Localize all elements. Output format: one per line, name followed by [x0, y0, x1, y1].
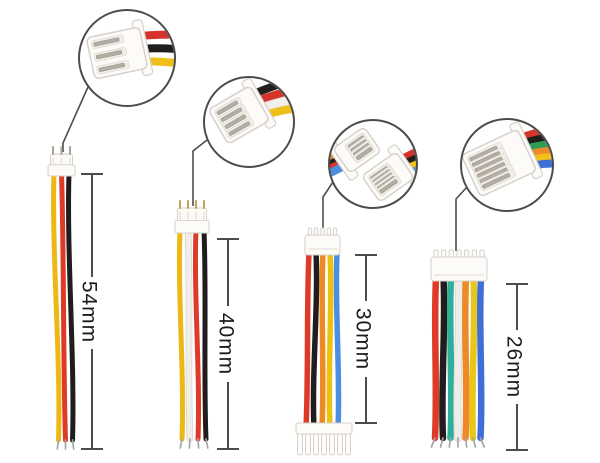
connector-pin	[179, 200, 181, 209]
wire-tip	[472, 437, 477, 448]
wire-black	[66, 170, 76, 443]
wire-tip	[448, 437, 452, 448]
cable-assembly-40mm	[174, 200, 210, 449]
magnifier-circle	[203, 76, 295, 168]
dimension-line-54mm	[81, 173, 103, 450]
dimension-line-30mm	[355, 254, 377, 424]
wire-red	[192, 227, 202, 442]
connector-pin	[96, 50, 123, 60]
cables-layer	[47, 146, 488, 456]
wire-yellow	[51, 170, 62, 443]
wire-black	[201, 227, 209, 442]
connector-pin	[216, 100, 239, 116]
wire-tip	[479, 437, 485, 448]
wire-tip	[439, 437, 444, 448]
dimension-line-40mm	[217, 238, 239, 450]
wire-tip	[179, 438, 183, 449]
leader-line	[455, 186, 468, 251]
connector-pin	[355, 146, 373, 161]
magnified-connector	[462, 121, 552, 197]
dimension-label-54mm: 54mm	[78, 281, 101, 343]
connector-pin	[93, 37, 120, 47]
wire-white	[185, 227, 193, 442]
wire-tip	[464, 437, 468, 448]
connector-pin	[69, 146, 71, 155]
wire-blue	[333, 249, 342, 431]
wire-red	[59, 170, 68, 443]
dimension-label-26mm: 26mm	[503, 336, 526, 398]
magnifier-circle	[78, 9, 176, 107]
cable-assembly-54mm	[47, 146, 76, 450]
jst-connector	[174, 200, 210, 234]
connector-pin	[228, 121, 251, 136]
dimension-label-40mm: 40mm	[215, 313, 238, 375]
connector-pin	[203, 200, 205, 209]
wire-yellow	[469, 274, 478, 442]
magnified-connector	[86, 19, 174, 79]
leader-line	[192, 139, 208, 206]
wire-tip	[205, 438, 209, 449]
connector-pin	[98, 62, 125, 72]
wire-red	[431, 274, 440, 442]
jst-connector	[47, 146, 76, 177]
wire-orange	[461, 274, 470, 442]
wire-yellow	[326, 249, 334, 431]
dimension-labels-layer: 54mm 40mm 30mm 26mm	[78, 281, 526, 398]
zoom-inset-2	[203, 76, 295, 168]
wire-orange	[319, 249, 326, 431]
connector-pin	[224, 114, 247, 129]
wire-yellow	[176, 227, 186, 442]
wire-teal	[446, 274, 455, 442]
zoom-inset-4	[460, 118, 554, 212]
leader-line	[322, 181, 334, 229]
wire-black	[310, 249, 320, 431]
connector-pin	[195, 200, 197, 209]
magnifier-circle	[460, 118, 554, 212]
connector-pin	[481, 173, 511, 189]
wire-blue	[476, 274, 485, 442]
wire-tip	[197, 438, 200, 449]
wire-tip	[188, 438, 191, 449]
wire-black	[439, 274, 448, 442]
wire-tip	[71, 439, 75, 450]
zoom-insets-layer	[78, 9, 554, 212]
jst-connector	[304, 227, 341, 256]
dimension-lines-layer	[81, 173, 528, 451]
wire-red	[303, 249, 312, 431]
jst-connector-mate	[295, 422, 353, 456]
connector-pin	[379, 179, 398, 194]
dimension-label-30mm: 30mm	[352, 308, 375, 370]
magnifier-circle	[328, 119, 418, 209]
connector-pin	[187, 200, 189, 209]
leader-line	[62, 86, 89, 152]
wire-tip	[430, 437, 436, 448]
wire-tip	[56, 439, 60, 450]
connector-pin	[60, 146, 63, 155]
wire-white	[454, 274, 463, 442]
jst-connector	[430, 249, 488, 282]
connector-pin	[52, 146, 54, 155]
leader-lines-layer	[62, 86, 468, 251]
zoom-inset-3	[328, 119, 418, 209]
magnified-connector	[209, 78, 293, 144]
zoom-inset-1	[78, 9, 176, 107]
cable-assembly-30mm	[295, 227, 353, 456]
connector-pin	[220, 107, 243, 122]
dimension-line-26mm	[506, 283, 528, 451]
magnified-connector	[330, 128, 380, 189]
cable-assembly-26mm	[430, 249, 488, 448]
